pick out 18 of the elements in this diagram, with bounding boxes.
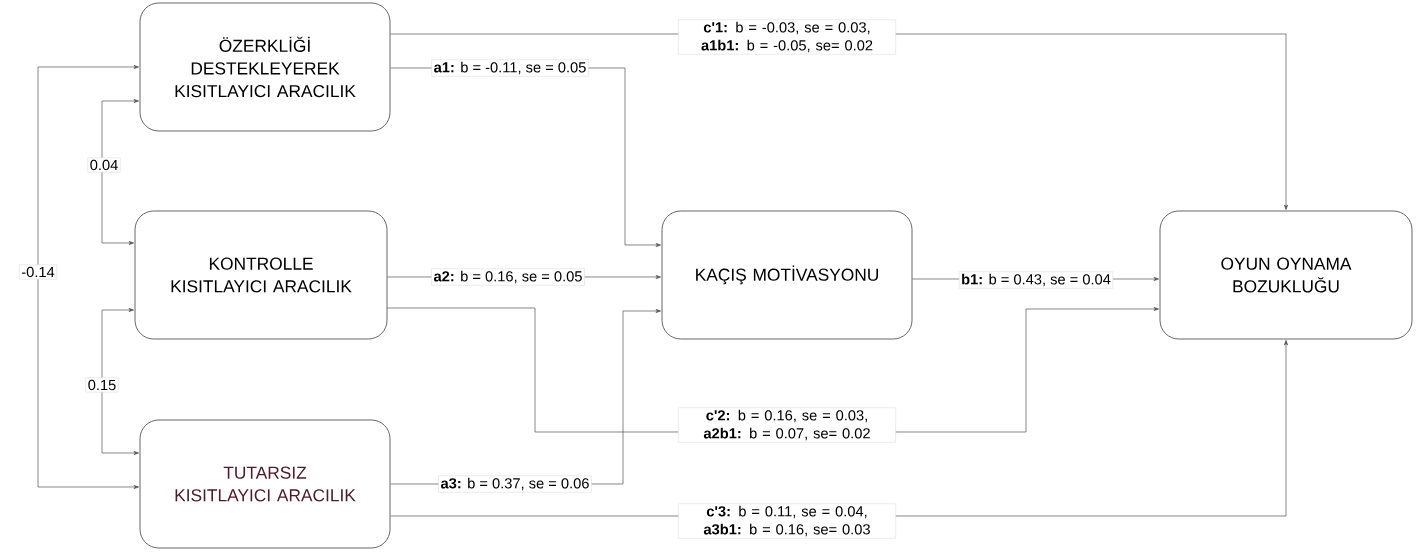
edge-label: b1: b = 0.43, se = 0.04 xyxy=(958,271,1114,289)
edge-label: c'3: b = 0.11, se = 0.04, a3b1: b = 0.16, se= 0.03 xyxy=(678,503,896,539)
edge-label: 0.15 xyxy=(85,377,119,393)
process-box: TUTARSIZ KISITLAYICI ARACILIK xyxy=(139,419,391,549)
edge-label: 0.04 xyxy=(87,157,121,173)
arrow xyxy=(37,65,139,489)
edge-label: c'1: b = -0.03, se = 0.03, a1b1: b = -0.05, se= 0.02 xyxy=(678,19,896,55)
process-box: ÖZERKLİĞİ DESTEKLEYEREK KISITLAYICI ARACILIK xyxy=(139,2,391,132)
edge-label: -0.14 xyxy=(19,264,57,280)
process-box: KONTROLLE KISITLAYICI ARACILIK xyxy=(134,210,388,340)
arrow xyxy=(101,99,139,245)
edge-label: a2: b = 0.16, se = 0.05 xyxy=(431,268,585,286)
edge-label: c'2: b = 0.16, se = 0.03, a2b1: b = 0.07, se= 0.02 xyxy=(678,407,896,443)
edge-label: a3: b = 0.37, se = 0.06 xyxy=(438,475,592,493)
arrow xyxy=(101,308,139,455)
process-box: OYUN OYNAMA BOZUKLUĞU xyxy=(1159,210,1413,340)
process-box: KAÇIŞ MOTİVASYONU xyxy=(661,210,913,340)
edge-label: a1: b = -0.11, se = 0.05 xyxy=(431,59,589,77)
